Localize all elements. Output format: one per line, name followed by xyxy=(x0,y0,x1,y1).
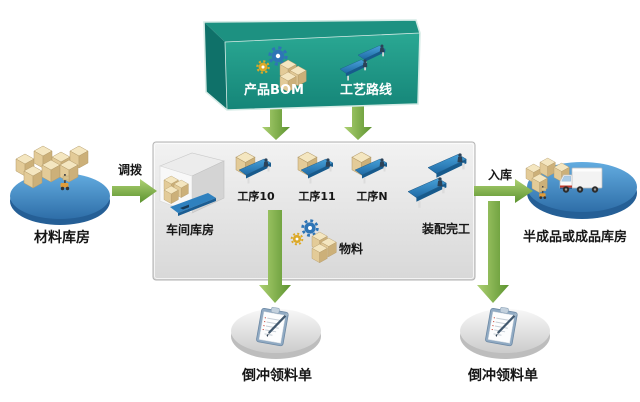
op11-label: 工序11 xyxy=(298,190,336,203)
inbound-arrow xyxy=(474,179,533,203)
bom-to-process-arrow xyxy=(262,100,290,140)
backflush-left-disc xyxy=(231,304,321,359)
material-warehouse-disc xyxy=(10,145,110,225)
process-to-backflush-arrow xyxy=(259,210,291,303)
route-to-process-arrow xyxy=(344,100,372,140)
material-warehouse-label: 材料库房 xyxy=(34,230,90,246)
backflush-left-label: 倒冲领料单 xyxy=(242,368,312,384)
finished-warehouse-disc xyxy=(525,157,637,219)
opN-label: 工序N xyxy=(356,190,388,203)
transfer-arrow xyxy=(112,179,157,203)
inbound-to-backflush-arrow xyxy=(477,201,509,303)
master-data-box xyxy=(203,19,421,111)
clipboard-pen-icon xyxy=(254,304,291,348)
process-box xyxy=(152,141,476,281)
inbound-arrow-label: 入库 xyxy=(487,168,512,182)
workshop-warehouse-label: 车间库房 xyxy=(165,223,214,237)
finished-warehouse-label: 半成品或成品库房 xyxy=(522,230,627,245)
workshop-warehouse-icon xyxy=(159,152,225,216)
clipboard-pen-icon xyxy=(483,304,520,348)
op10-label: 工序10 xyxy=(237,190,275,203)
transfer-arrow-label: 调拨 xyxy=(117,163,142,177)
backflush-right-label: 倒冲领料单 xyxy=(468,368,538,384)
product-bom-label: 产品BOM xyxy=(244,83,304,98)
assembly-label: 装配完工 xyxy=(421,222,470,236)
backflush-right-disc xyxy=(460,304,550,359)
material-label: 物料 xyxy=(338,242,363,256)
process-route-label: 工艺路线 xyxy=(339,83,392,98)
